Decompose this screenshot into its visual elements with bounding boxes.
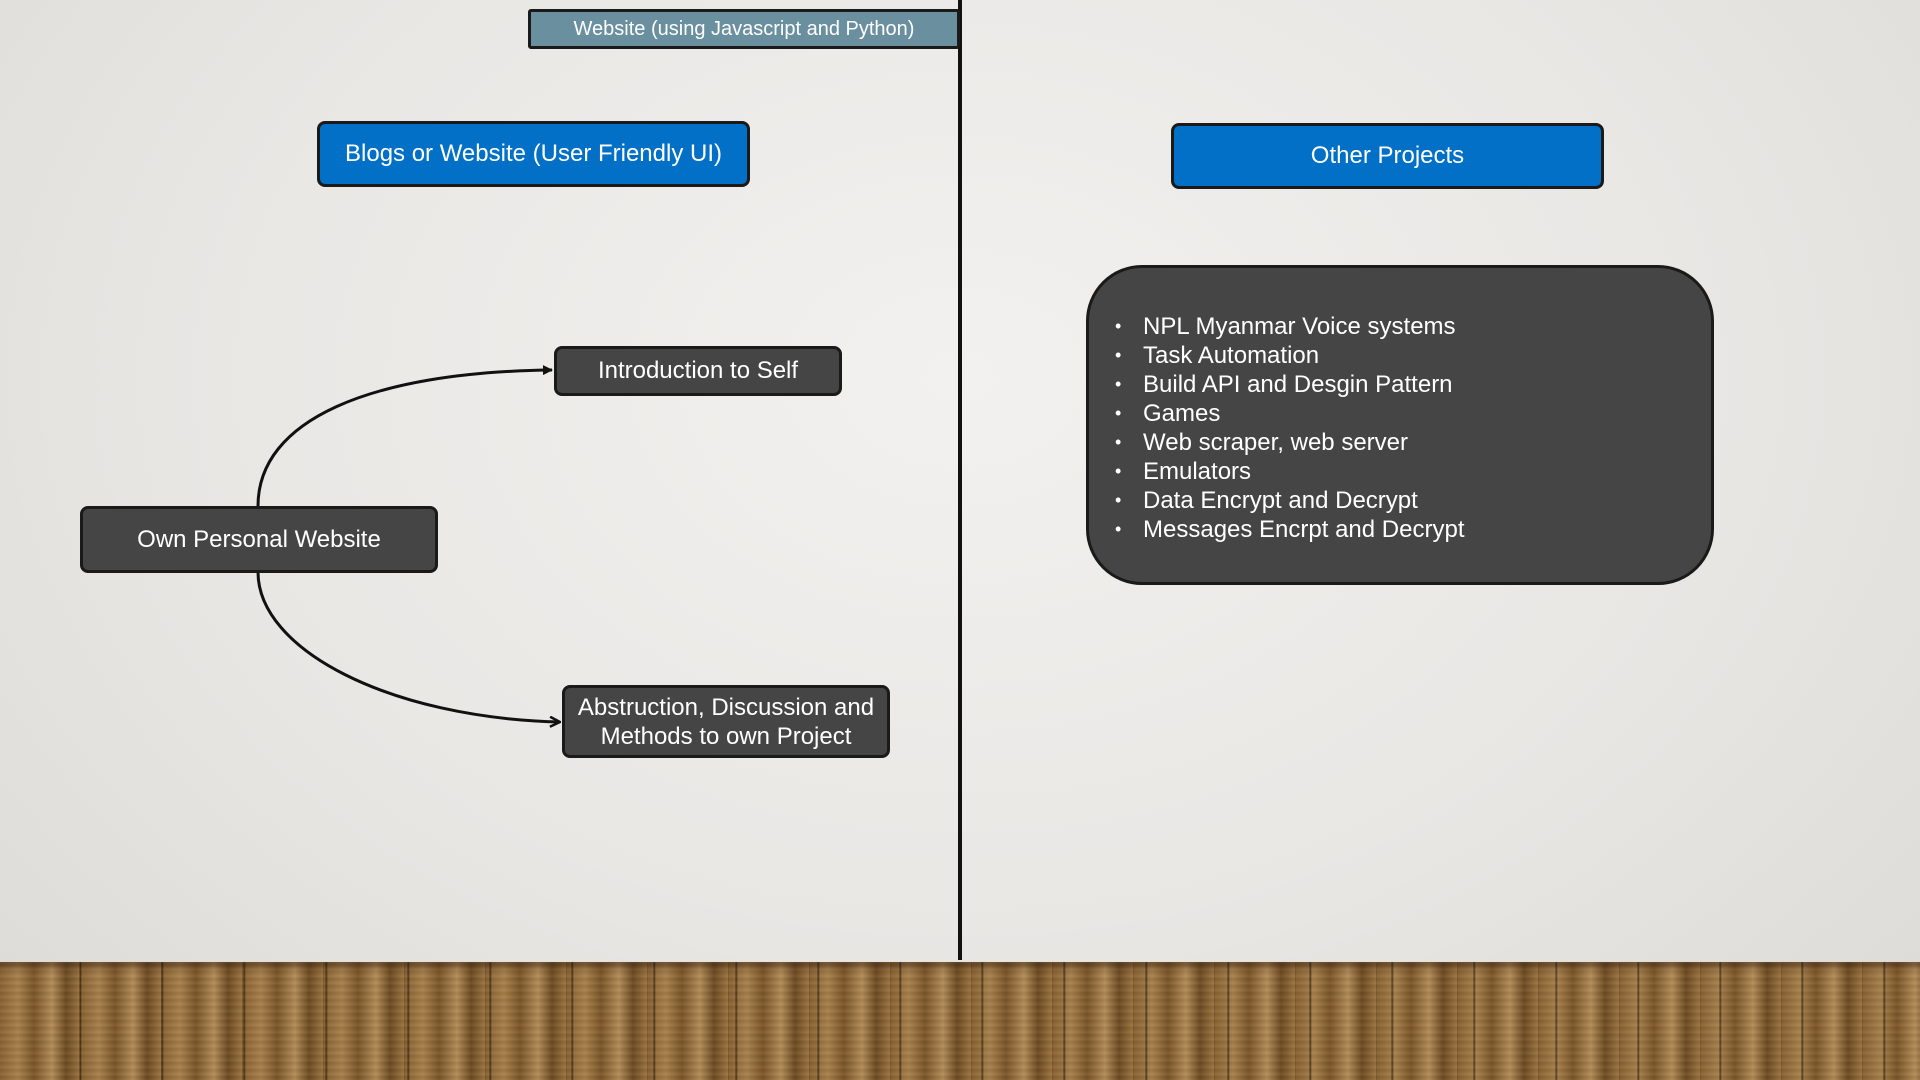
other-projects-list: • NPL Myanmar Voice systems • Task Automat… (1115, 312, 1711, 544)
abstruction-label-line1: Abstruction, Discussion and (577, 693, 875, 721)
bullet-icon: • (1115, 490, 1122, 510)
list-item: • Emulators (1115, 457, 1711, 486)
bullet-icon: • (1115, 432, 1122, 452)
list-item-label: Games (1143, 400, 1221, 427)
wood-floor-background (0, 962, 1920, 1080)
arrow-to-introduction (256, 365, 553, 507)
other-projects-title-box: Other Projects (1171, 123, 1604, 189)
list-item: • Messages Encrpt and Decrypt (1115, 515, 1711, 544)
list-item-label: Emulators (1143, 458, 1252, 485)
list-item: • Games (1115, 399, 1711, 428)
list-item: • Build API and Desgin Pattern (1115, 370, 1711, 399)
bullet-icon: • (1115, 316, 1122, 336)
blogs-website-title: Blogs or Website (User Friendly UI) (345, 140, 722, 167)
list-item: • NPL Myanmar Voice systems (1115, 312, 1711, 341)
other-projects-title: Other Projects (1310, 142, 1465, 169)
blogs-website-title-box: Blogs or Website (User Friendly UI) (317, 121, 750, 187)
vertical-divider (958, 0, 962, 960)
list-item-label: Data Encrypt and Decrypt (1143, 487, 1418, 514)
list-item-label: Build API and Desgin Pattern (1143, 371, 1453, 398)
own-personal-website-label: Own Personal Website (137, 525, 381, 553)
introduction-label: Introduction to Self (597, 357, 799, 384)
list-item-label: Web scraper, web server (1143, 429, 1408, 456)
bullet-icon: • (1115, 345, 1122, 365)
bullet-icon: • (1115, 374, 1122, 394)
list-item: • Web scraper, web server (1115, 428, 1711, 457)
bullet-icon: • (1115, 461, 1122, 481)
list-item-label: NPL Myanmar Voice systems (1143, 313, 1456, 340)
introduction-node: Introduction to Self (554, 346, 842, 396)
website-header-box: Website (using Javascript and Python) (528, 9, 960, 49)
arrow-to-abstruction (256, 571, 560, 722)
list-item: • Data Encrypt and Decrypt (1115, 486, 1711, 515)
abstruction-label-line2: Methods to own Project (600, 722, 852, 750)
list-item-label: Messages Encrpt and Decrypt (1143, 516, 1465, 543)
other-projects-list-panel: • NPL Myanmar Voice systems • Task Automat… (1086, 265, 1714, 585)
abstruction-node: Abstruction, Discussion and Methods to o… (562, 685, 890, 758)
bullet-icon: • (1115, 403, 1122, 423)
list-item: • Task Automation (1115, 341, 1711, 370)
list-item-label: Task Automation (1143, 342, 1320, 369)
website-header-label: Website (using Javascript and Python) (573, 17, 915, 40)
own-personal-website-node: Own Personal Website (80, 506, 438, 573)
bullet-icon: • (1115, 519, 1122, 539)
